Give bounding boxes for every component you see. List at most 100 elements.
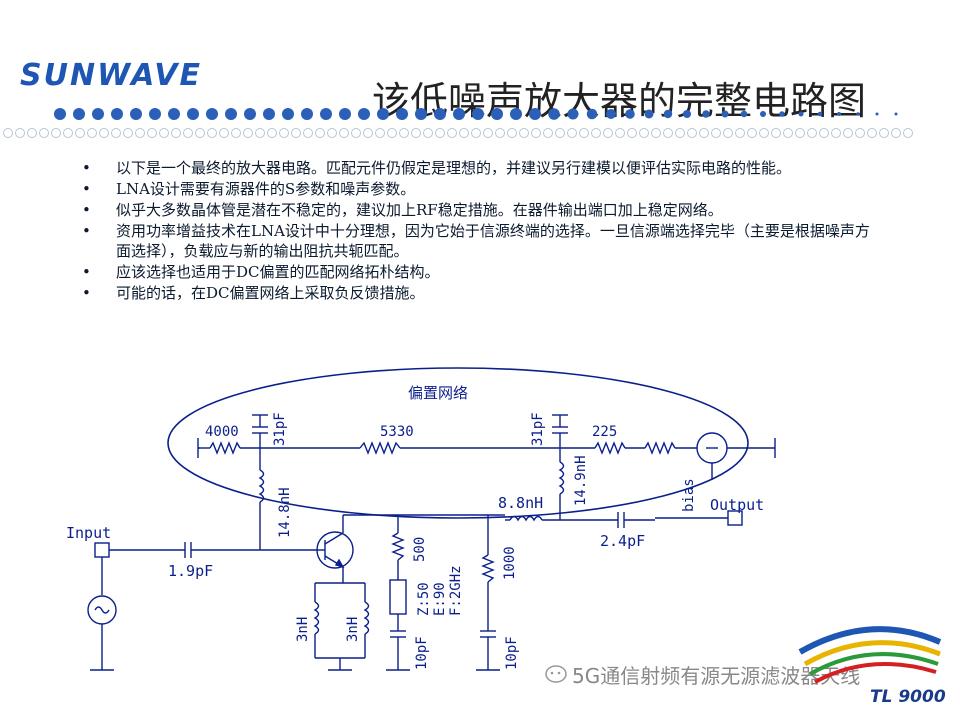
- decorative-dot: [760, 111, 766, 117]
- choke-14-8nh: [258, 448, 265, 550]
- decorative-dot: [73, 108, 85, 120]
- decorative-dot: [721, 110, 729, 118]
- decorative-dot: [387, 128, 397, 138]
- bullet-item: •以下是一个最终的放大器电路。匹配元件仍假定是理想的，并建议另行建模以便评估实际…: [82, 158, 882, 178]
- l3nh-a-label: 3nH: [295, 617, 311, 642]
- decorative-dot: [579, 128, 589, 138]
- decorative-dot: [783, 128, 793, 138]
- bullet-symbol: •: [82, 284, 91, 302]
- decorative-dot: [771, 128, 781, 138]
- decorative-dot: [244, 108, 256, 120]
- decorative-dot: [819, 128, 829, 138]
- bullet-item: •似乎大多数晶体管是潜在不稳定的，建议加上RF稳定措施。在器件输出端口加上稳定网…: [82, 200, 882, 220]
- decorative-dot: [149, 108, 161, 120]
- bullet-text: 似乎大多数晶体管是潜在不稳定的，建议加上RF稳定措施。在器件输出端口加上稳定网络…: [116, 201, 723, 219]
- decorative-dot: [807, 128, 817, 138]
- decorative-dot: [747, 128, 757, 138]
- decorative-dots-outline: [3, 128, 913, 138]
- bias-source-label: bias: [681, 478, 697, 512]
- decorative-dot: [603, 128, 613, 138]
- decorative-dot: [495, 128, 505, 138]
- sunwave-logo: SUNWAVE: [20, 58, 202, 93]
- decorative-dot: [795, 128, 805, 138]
- r225-label: 225: [592, 424, 617, 440]
- decorative-dot: [447, 128, 457, 138]
- l8-8nh-label: 8.8nH: [498, 494, 543, 512]
- decorative-dot: [702, 110, 710, 118]
- bullet-text: 应该选择也适用于DC偏置的匹配网络拓朴结构。: [116, 263, 440, 281]
- decorative-dot: [243, 128, 253, 138]
- decorative-dot: [586, 108, 598, 120]
- decorative-dot: [291, 128, 301, 138]
- decorative-dot: [123, 128, 133, 138]
- decorative-dot: [301, 108, 313, 120]
- c10pf-a-label: 10pF: [414, 636, 430, 670]
- decorative-dot: [491, 108, 503, 120]
- bullet-symbol: •: [82, 263, 91, 281]
- z50-label: Z:50: [416, 582, 432, 616]
- bjt-transistor: [315, 514, 500, 584]
- bullet-text: 资用功率增益技术在LNA设计中十分理想，因为它始于信源终端的选择。一旦信源端选择…: [116, 222, 870, 260]
- tl9000-logo: TL 9000: [798, 626, 946, 707]
- decorative-dot: [320, 108, 332, 120]
- bullet-text: 以下是一个最终的放大器电路。匹配元件仍假定是理想的，并建议另行建模以便评估实际电…: [116, 159, 792, 177]
- decorative-dot: [867, 128, 877, 138]
- r5330-label: 5330: [380, 424, 414, 440]
- decorative-dot: [531, 128, 541, 138]
- decorative-dot: [206, 108, 218, 120]
- decorative-dot: [377, 108, 389, 120]
- choke-14-9nh: [558, 448, 565, 518]
- f2ghz-label: F:2GHz: [448, 565, 464, 616]
- decorative-dot: [351, 128, 361, 138]
- decorative-dot: [39, 128, 49, 138]
- bullet-text: 可能的话，在DC偏置网络上采取负反馈措施。: [116, 284, 425, 302]
- decorative-dot: [459, 128, 469, 138]
- lna-circuit-diagram: 偏置网络 4000 31pF 5330 31pF 225 bias: [66, 367, 776, 671]
- decorative-dot: [519, 128, 529, 138]
- l14-9nh-label: 14.9nH: [573, 455, 589, 506]
- decorative-dot: [363, 128, 373, 138]
- decorative-dot: [195, 128, 205, 138]
- decorative-dot: [135, 128, 145, 138]
- decorative-dot: [75, 128, 85, 138]
- decorative-dot: [263, 108, 275, 120]
- decorative-dot: [723, 128, 733, 138]
- decorative-dot: [3, 128, 13, 138]
- decorative-dot: [255, 128, 265, 138]
- decorative-dot: [231, 128, 241, 138]
- decorative-dot: [683, 110, 691, 118]
- decorative-dot: [591, 128, 601, 138]
- decorative-dot: [375, 128, 385, 138]
- decorative-dot: [183, 128, 193, 138]
- bullet-symbol: •: [82, 222, 91, 240]
- decorative-dot: [891, 128, 901, 138]
- decorative-dot: [548, 108, 560, 120]
- decorative-dot: [663, 109, 673, 119]
- decorative-dot: [651, 128, 661, 138]
- decorative-dot: [894, 112, 898, 116]
- decorative-dot: [471, 128, 481, 138]
- decorative-dot: [837, 112, 841, 116]
- decorative-dot: [507, 128, 517, 138]
- decorative-dots-filled: [54, 108, 898, 120]
- bias-network-label: 偏置网络: [408, 384, 468, 402]
- decorative-dot: [843, 128, 853, 138]
- tl9000-text: TL 9000: [870, 687, 946, 707]
- bullet-text: LNA设计需要有源器件的S参数和噪声参数。: [116, 180, 416, 198]
- bullet-item: •LNA设计需要有源器件的S参数和噪声参数。: [82, 179, 882, 199]
- decorative-dot: [411, 128, 421, 138]
- c31pf-right-label: 31pF: [530, 412, 546, 446]
- decorative-dot: [111, 108, 123, 120]
- bias-line: [197, 414, 776, 464]
- decorative-dot: [543, 128, 553, 138]
- l3nh-b-label: 3nH: [345, 617, 361, 642]
- decorative-dot: [879, 128, 889, 138]
- c31pf-left-label: 31pF: [272, 412, 288, 446]
- decorative-dot: [303, 128, 313, 138]
- decorative-dot: [855, 128, 865, 138]
- decorative-dot: [27, 128, 37, 138]
- decorative-dot: [315, 128, 325, 138]
- decorative-dot: [130, 108, 142, 120]
- decorative-dot: [171, 128, 181, 138]
- decorative-dot: [644, 109, 654, 119]
